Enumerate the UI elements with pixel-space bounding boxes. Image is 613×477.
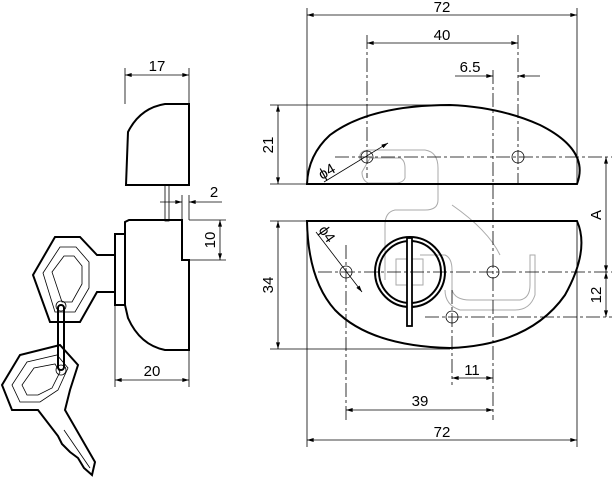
dim-21: 21 — [260, 137, 277, 154]
dim-10: 10 — [202, 232, 219, 249]
dim-34: 34 — [260, 277, 277, 294]
side-view: 17 2 10 20 — [0, 58, 226, 477]
dim-11: 11 — [464, 362, 480, 379]
dim-12: 12 — [588, 287, 605, 304]
top-plate — [305, 103, 581, 185]
dim-40: 40 — [434, 27, 451, 44]
dim-6-5: 6.5 — [460, 59, 481, 76]
dim-phi4-bottom: ϕ4 — [315, 223, 339, 246]
dim-72-bottom: 72 — [434, 424, 451, 441]
bottom-plate — [305, 220, 583, 350]
dim-72-top: 72 — [434, 0, 451, 16]
dim-2: 2 — [210, 184, 218, 201]
key-slot — [406, 237, 413, 327]
dim-phi4-top: ϕ4 — [316, 160, 339, 183]
mounting-holes — [339, 150, 525, 324]
keys-icon — [0, 236, 116, 477]
dim-A: A — [588, 210, 605, 220]
dim-17: 17 — [149, 58, 166, 75]
side-flange — [114, 233, 126, 306]
side-lock-body — [124, 219, 190, 351]
dim-20: 20 — [144, 363, 161, 380]
side-stem — [164, 184, 170, 222]
side-top-cap — [124, 103, 190, 186]
front-view: 72 40 6.5 21 34 A 12 11 39 72 ϕ4 ϕ4 — [260, 0, 612, 447]
dim-39: 39 — [412, 393, 429, 410]
